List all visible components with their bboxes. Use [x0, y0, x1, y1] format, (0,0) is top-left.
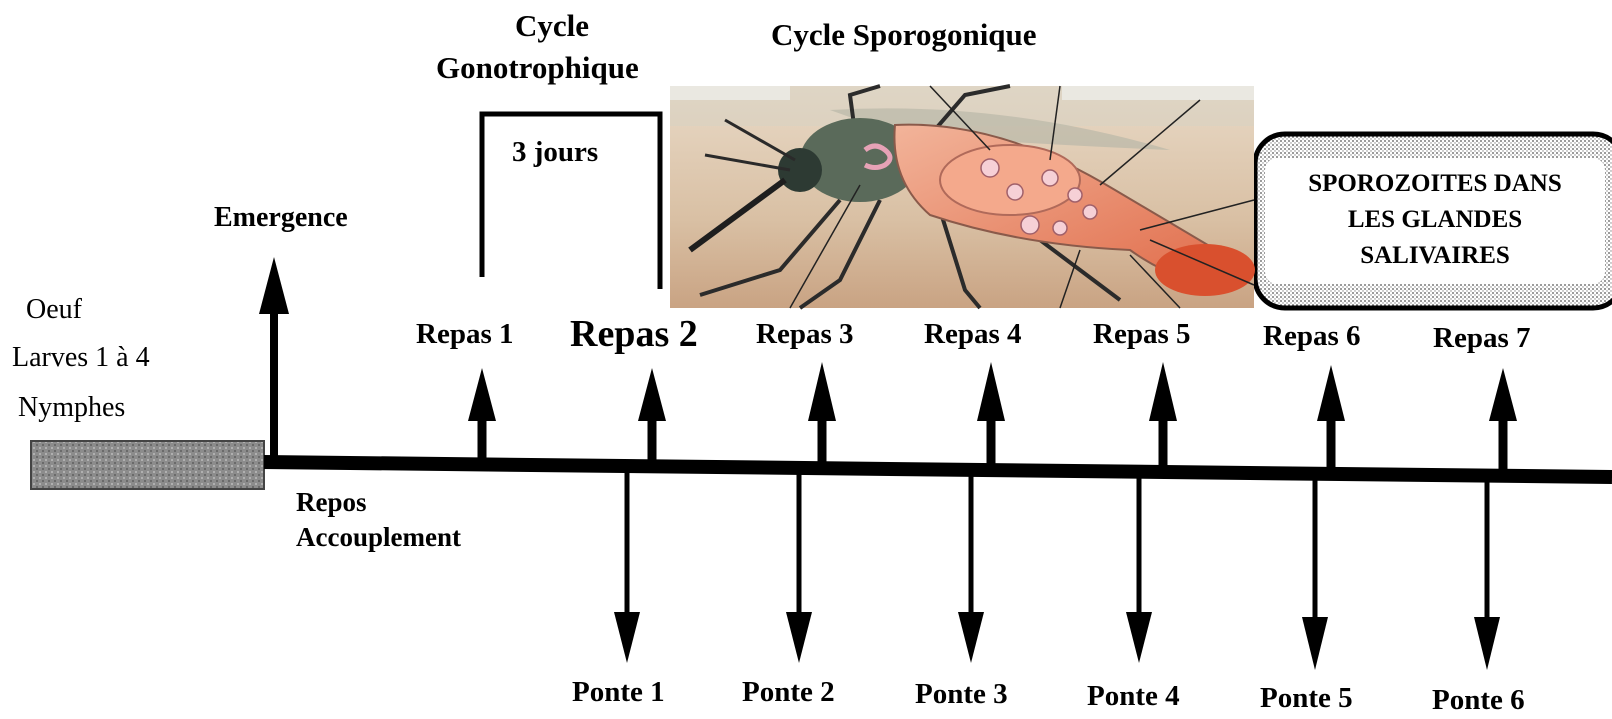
- rest-label: Repos: [296, 487, 367, 518]
- repas-arrow-3: [808, 362, 836, 468]
- ponte-arrow-4: [1126, 476, 1152, 663]
- repas-label-5: Repas 5: [1093, 318, 1190, 351]
- repas-label-1: Repas 1: [416, 318, 513, 351]
- repas-label-3: Repas 3: [756, 318, 853, 351]
- ponte-arrow-2: [786, 472, 812, 663]
- stage-larves: Larves 1 à 4: [12, 342, 150, 374]
- title-cycle-line1: Cycle: [515, 8, 589, 44]
- mosquito-photo: [670, 86, 1255, 308]
- ponte-label-5: Ponte 5: [1260, 682, 1353, 715]
- ponte-arrow-6: [1474, 480, 1500, 670]
- timeline-axis: [264, 462, 1612, 477]
- repas-label-7: Repas 7: [1433, 322, 1530, 355]
- ponte-arrow-1: [614, 470, 640, 663]
- mating-label: Accouplement: [296, 522, 461, 553]
- repas-arrows: [468, 362, 1517, 476]
- sporozoite-line-3: SALIVAIRES: [1265, 238, 1605, 274]
- ponte-label-6: Ponte 6: [1432, 684, 1525, 717]
- ponte-arrow-5: [1302, 478, 1328, 670]
- ponte-arrow-3: [958, 474, 984, 663]
- emergence-arrow: [259, 257, 289, 463]
- preimaginal-stage-bar: [31, 441, 264, 489]
- ponte-arrows: [614, 470, 1500, 670]
- interval-label: 3 jours: [512, 136, 598, 169]
- sporozoite-text: SPOROZOITES DANS LES GLANDES SALIVAIRES: [1265, 166, 1605, 274]
- ponte-label-4: Ponte 4: [1087, 680, 1180, 713]
- title-gonotrophique-line2: Gonotrophique: [436, 50, 639, 86]
- repas-arrow-5: [1149, 362, 1177, 472]
- repas-arrow-7: [1489, 368, 1517, 476]
- repas-arrow-4: [977, 362, 1005, 470]
- emergence-label: Emergence: [214, 202, 348, 234]
- repas-label-4: Repas 4: [924, 318, 1021, 351]
- repas-arrow-2: [638, 368, 666, 466]
- stage-nymphes: Nymphes: [18, 392, 125, 424]
- repas-label-6: Repas 6: [1263, 320, 1360, 353]
- sporozoite-line-1: SPOROZOITES DANS: [1265, 166, 1605, 202]
- ponte-label-1: Ponte 1: [572, 676, 665, 709]
- ponte-label-2: Ponte 2: [742, 676, 835, 709]
- repas-arrow-1: [468, 368, 496, 464]
- repas-label-2: Repas 2: [570, 312, 698, 356]
- stage-oeuf: Oeuf: [26, 294, 82, 326]
- ponte-label-3: Ponte 3: [915, 678, 1008, 711]
- repas-arrow-6: [1317, 365, 1345, 474]
- sporozoite-line-2: LES GLANDES: [1265, 202, 1605, 238]
- title-cycle-sporogonique: Cycle Sporogonique: [771, 17, 1037, 53]
